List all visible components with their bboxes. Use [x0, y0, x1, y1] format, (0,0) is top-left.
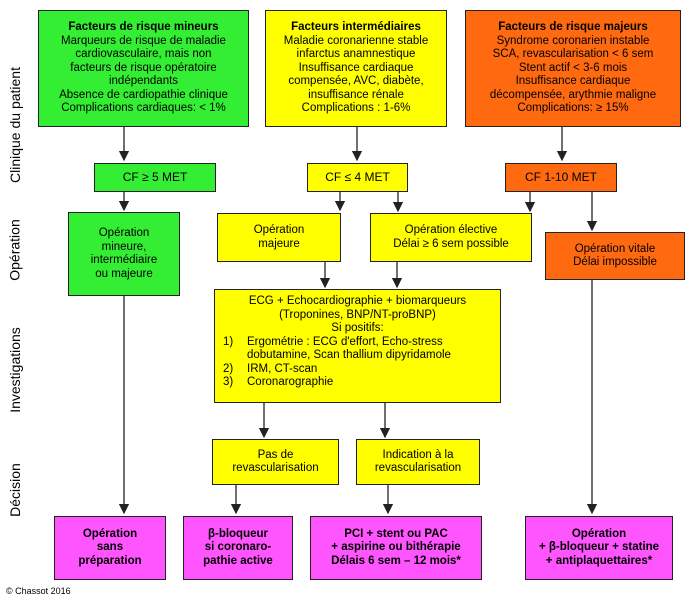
- minor-risk-line: Absence de cardiopathie clinique: [59, 88, 228, 101]
- major-risk-line: Insuffisance cardiaque: [515, 75, 631, 88]
- op-elective-line: Opération élective: [404, 224, 498, 236]
- outcome-vitale-line: + antiplaquettaires*: [545, 554, 653, 567]
- decision-pas-line: Pas de: [257, 448, 294, 461]
- cf-major-box: CF 1-10 MET: [505, 163, 617, 192]
- cf-major-label: CF 1-10 MET: [524, 169, 597, 184]
- decision-indication-line: revascularisation: [374, 462, 462, 474]
- minor-risk-line: indépendants: [108, 75, 179, 88]
- op-vitale-box: Opération vitale Délai impossible: [545, 232, 685, 280]
- outcome-vitale-box: Opération + β-bloqueur + statine + antip…: [525, 516, 673, 580]
- outcome-pci-line: + aspirine ou bithérapie: [331, 541, 461, 554]
- minor-risk-line: Marqueurs de risque de maladie: [61, 34, 226, 47]
- item-text: Ergométrie : ECG d'effort, Echo-stress: [247, 335, 443, 348]
- intermediate-risk-box: Facteurs intermédiaires Maladie coronari…: [265, 10, 447, 127]
- op-majeure-line: Opération: [253, 224, 305, 236]
- cf-minor-label: CF ≥ 5 MET: [122, 169, 188, 184]
- outcome-vitale-line: + β-bloqueur + statine: [538, 541, 660, 554]
- outcome-vitale-line: Opération: [571, 527, 627, 540]
- investigations-header-line: (Troponines, BNP/NT-proBNP): [279, 308, 436, 321]
- outcome-pci-line: Délais 6 sem – 12 mois*: [331, 554, 461, 567]
- item-number: 1): [223, 335, 234, 348]
- item-text: IRM, CT-scan: [247, 362, 318, 375]
- decision-indication-line: Indication à la: [382, 448, 454, 461]
- op-elective-line: Délai ≥ 6 sem possible: [393, 237, 509, 250]
- decision-pas-line: revascularisation: [232, 462, 319, 474]
- intermediate-risk-title: Facteurs intermédiaires: [291, 21, 421, 34]
- outcome-sans-line: Opération: [82, 527, 138, 540]
- outcome-pci-line: PCI + stent ou PAC: [344, 527, 448, 540]
- intermediate-risk-line: Insuffisance cardiaque: [298, 61, 414, 74]
- major-risk-line: Complications: ≥ 15%: [517, 102, 629, 115]
- op-minor-line: mineure,: [101, 240, 147, 253]
- cf-intermediate-label: CF ≤ 4 MET: [325, 169, 390, 184]
- outcome-bbloq-line: β-bloqueur: [207, 527, 269, 540]
- outcome-pci-box: PCI + stent ou PAC + aspirine ou bithéra…: [310, 516, 482, 580]
- intermediate-risk-line: Maladie coronarienne stable: [283, 34, 429, 47]
- op-minor-box: Opération mineure, intermédiaire ou maje…: [68, 212, 180, 296]
- op-vitale-line: Délai impossible: [573, 256, 657, 268]
- investigations-list: 1) Ergométrie : ECG d'effort, Echo-stres…: [215, 336, 500, 390]
- outcome-sans-box: Opération sans préparation: [54, 516, 166, 580]
- copyright-notice: © Chassot 2016: [6, 586, 71, 596]
- item-number: 2): [223, 362, 234, 375]
- minor-risk-title: Facteurs de risque mineurs: [68, 21, 219, 34]
- minor-risk-box: Facteurs de risque mineurs Marqueurs de …: [38, 10, 249, 127]
- minor-risk-line: cardiovasculaire, mais non: [75, 48, 212, 61]
- investigation-item: 2) IRM, CT-scan: [223, 363, 500, 377]
- item-number: 3): [223, 376, 234, 388]
- major-risk-line: décompensée, arythmie maligne: [489, 88, 657, 101]
- major-risk-line: Syndrome coronarien instable: [496, 34, 650, 47]
- decision-indication-box: Indication à la revascularisation: [356, 439, 480, 485]
- op-majeure-box: Opération majeure: [217, 213, 341, 262]
- op-vitale-line: Opération vitale: [574, 242, 656, 255]
- intermediate-risk-line: Complications : 1-6%: [301, 102, 411, 115]
- outcome-bbloq-box: β-bloqueur si coronaro- pathie active: [183, 516, 293, 580]
- item-text: Coronarographie: [247, 376, 334, 388]
- op-minor-line: intermédiaire: [90, 254, 158, 266]
- minor-risk-line: Complications cardiaques: < 1%: [61, 102, 226, 115]
- intermediate-risk-line: infarctus anamnestique: [296, 48, 416, 61]
- op-elective-box: Opération élective Délai ≥ 6 sem possibl…: [370, 213, 532, 262]
- cf-minor-box: CF ≥ 5 MET: [94, 163, 216, 192]
- investigation-item: 3) Coronarographie: [223, 376, 500, 390]
- major-risk-line: SCA, revascularisation < 6 sem: [492, 48, 654, 61]
- cf-intermediate-box: CF ≤ 4 MET: [307, 163, 408, 192]
- op-minor-line: ou majeure: [95, 267, 153, 280]
- op-minor-line: Opération: [98, 227, 150, 239]
- outcome-sans-line: sans: [96, 541, 124, 554]
- investigations-header-line: ECG + Echocardiographie + biomarqueurs: [248, 295, 467, 307]
- major-risk-box: Facteurs de risque majeurs Syndrome coro…: [465, 10, 681, 127]
- decision-pas-box: Pas de revascularisation: [212, 439, 339, 485]
- op-majeure-line: majeure: [258, 237, 300, 250]
- minor-risk-line: facteurs de risque opératoire: [70, 61, 217, 74]
- major-risk-title: Facteurs de risque majeurs: [498, 21, 648, 34]
- investigations-header-line: Si positifs:: [331, 322, 384, 334]
- investigations-box: ECG + Echocardiographie + biomarqueurs (…: [214, 289, 501, 403]
- outcome-sans-line: préparation: [78, 554, 142, 567]
- intermediate-risk-line: compensée, AVC, diabète,: [288, 75, 424, 88]
- item-text: dobutamine, Scan thallium dipyridamole: [247, 349, 451, 361]
- intermediate-risk-line: insuffisance rénale: [308, 88, 404, 101]
- major-risk-line: Stent actif < 3-6 mois: [518, 61, 628, 74]
- investigation-item: 1) Ergométrie : ECG d'effort, Echo-stres…: [223, 336, 500, 363]
- outcome-bbloq-line: si coronaro-: [204, 541, 272, 554]
- outcome-bbloq-line: pathie active: [203, 554, 273, 567]
